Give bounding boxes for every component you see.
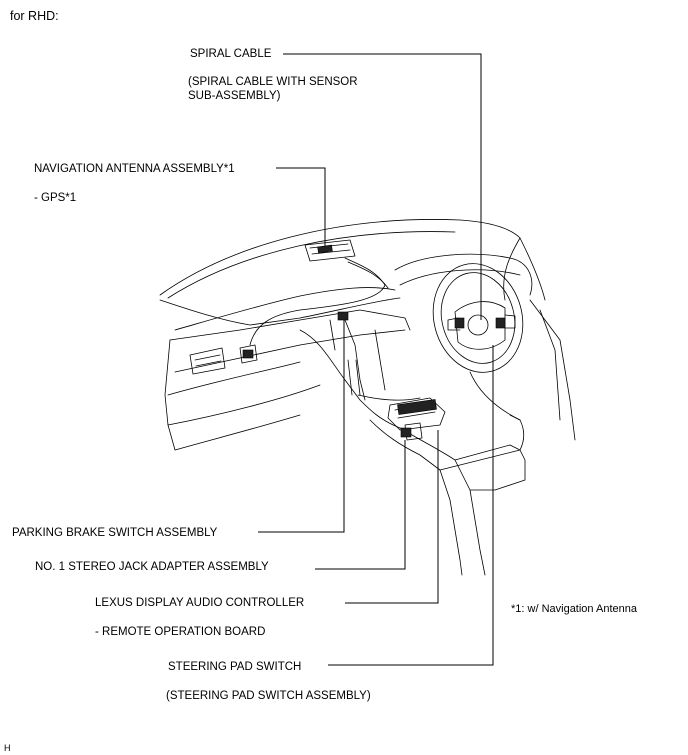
label-spiral-cable-sub2: SUB-ASSEMBLY) bbox=[188, 90, 281, 102]
door-panel bbox=[529, 299, 576, 441]
gps-part bbox=[242, 349, 254, 359]
label-display-controller: LEXUS DISPLAY AUDIO CONTROLLER bbox=[95, 597, 305, 609]
label-steering-pad-sub: (STEERING PAD SWITCH ASSEMBLY) bbox=[166, 690, 371, 702]
footnote: *1: w/ Navigation Antenna bbox=[511, 603, 637, 615]
label-steering-pad: STEERING PAD SWITCH bbox=[168, 661, 302, 673]
dashboard-face bbox=[169, 309, 411, 341]
steering-wheel-outer bbox=[432, 263, 524, 373]
controller-part bbox=[397, 399, 437, 415]
a-pillar bbox=[503, 237, 546, 301]
dashboard-top bbox=[159, 297, 401, 326]
cluster-hood bbox=[394, 253, 533, 296]
nav-antenna-part bbox=[317, 244, 333, 254]
controller bbox=[387, 397, 446, 431]
leader-lines bbox=[258, 53, 494, 666]
label-spiral-cable: SPIRAL CABLE bbox=[190, 48, 272, 60]
leader-spiral-cable bbox=[283, 53, 482, 320]
parking-brake-part bbox=[337, 311, 349, 321]
steering-pad-right bbox=[495, 317, 506, 329]
header-text: for RHD: bbox=[10, 9, 59, 23]
label-spiral-cable-sub: (SPIRAL CABLE WITH SENSOR bbox=[188, 76, 358, 88]
leader-nav-antenna bbox=[276, 167, 326, 246]
car-interior bbox=[159, 219, 576, 576]
floor-left bbox=[167, 414, 301, 451]
center-stack bbox=[299, 329, 401, 429]
label-nav-antenna-sub: - GPS*1 bbox=[34, 192, 77, 204]
nav-screen bbox=[304, 239, 356, 262]
vent-left bbox=[189, 347, 226, 375]
leader-steering-pad bbox=[328, 345, 494, 666]
steering-pad-left bbox=[454, 317, 465, 329]
label-nav-antenna: NAVIGATION ANTENNA ASSEMBLY*1 bbox=[34, 163, 235, 175]
leader-display-controller bbox=[345, 430, 439, 604]
steering-hub bbox=[454, 301, 506, 350]
gps-box bbox=[239, 344, 258, 364]
antenna-cable bbox=[249, 257, 386, 346]
stereo-jack-part bbox=[400, 427, 412, 438]
components bbox=[242, 244, 506, 438]
leader-parking-brake bbox=[258, 320, 345, 533]
center-console bbox=[399, 427, 486, 576]
label-parking-brake: PARKING BRAKE SWITCH ASSEMBLY bbox=[12, 527, 218, 539]
label-stereo-jack: NO. 1 STEREO JACK ADAPTER ASSEMBLY bbox=[35, 561, 269, 573]
label-display-controller-sub: - REMOTE OPERATION BOARD bbox=[95, 626, 266, 638]
gear-selector bbox=[347, 359, 361, 396]
steering-column bbox=[469, 371, 521, 421]
leader-stereo-jack bbox=[315, 440, 406, 570]
windshield-top bbox=[159, 219, 521, 296]
corner-mark: H bbox=[4, 743, 11, 753]
